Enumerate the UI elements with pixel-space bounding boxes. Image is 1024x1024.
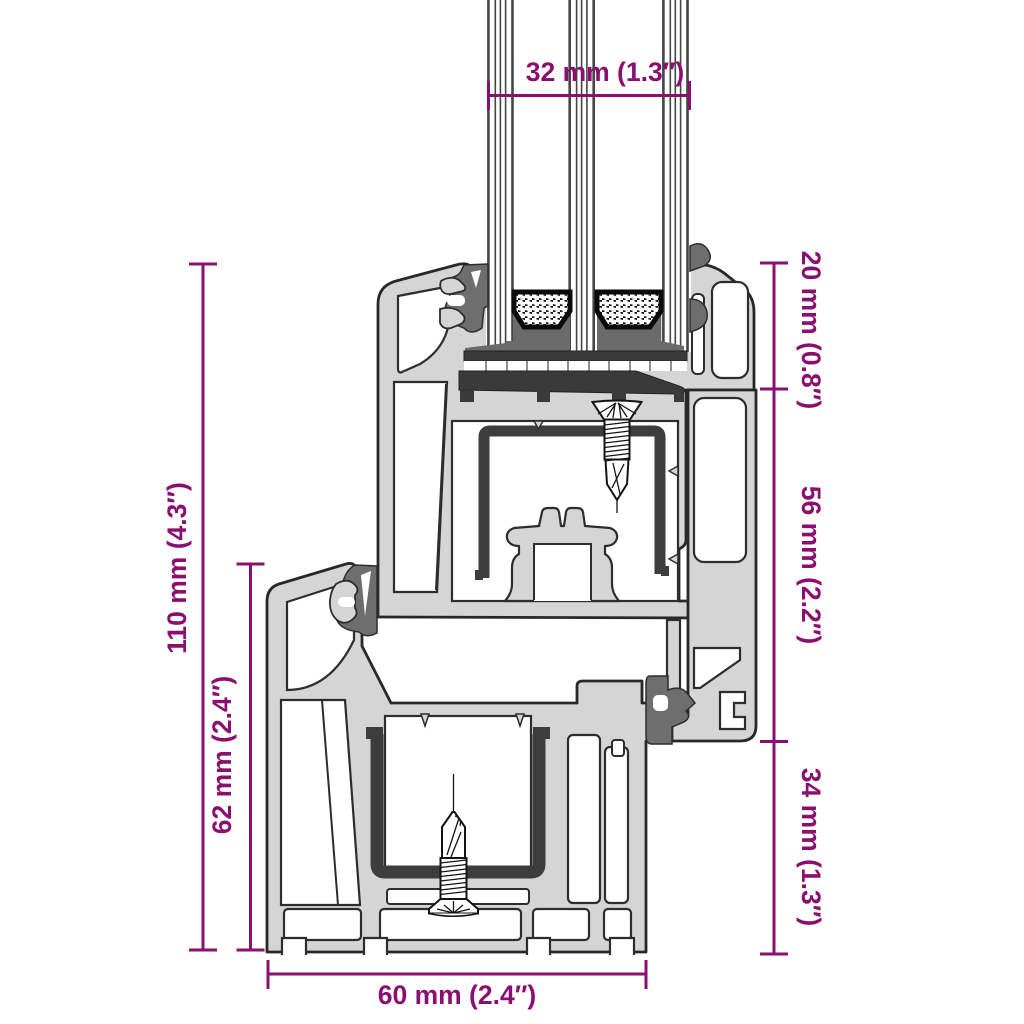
svg-text:60 mm (2.4″): 60 mm (2.4″) [378, 980, 537, 1010]
svg-text:32 mm (1.3″): 32 mm (1.3″) [526, 57, 685, 87]
svg-text:110 mm (4.3″): 110 mm (4.3″) [162, 482, 192, 654]
svg-text:20 mm (0.8″): 20 mm (0.8″) [796, 251, 826, 410]
svg-text:56 mm (2.2″): 56 mm (2.2″) [796, 486, 826, 645]
svg-text:62 mm (2.4″): 62 mm (2.4″) [207, 676, 237, 835]
svg-text:34 mm (1.3″): 34 mm (1.3″) [796, 768, 826, 927]
